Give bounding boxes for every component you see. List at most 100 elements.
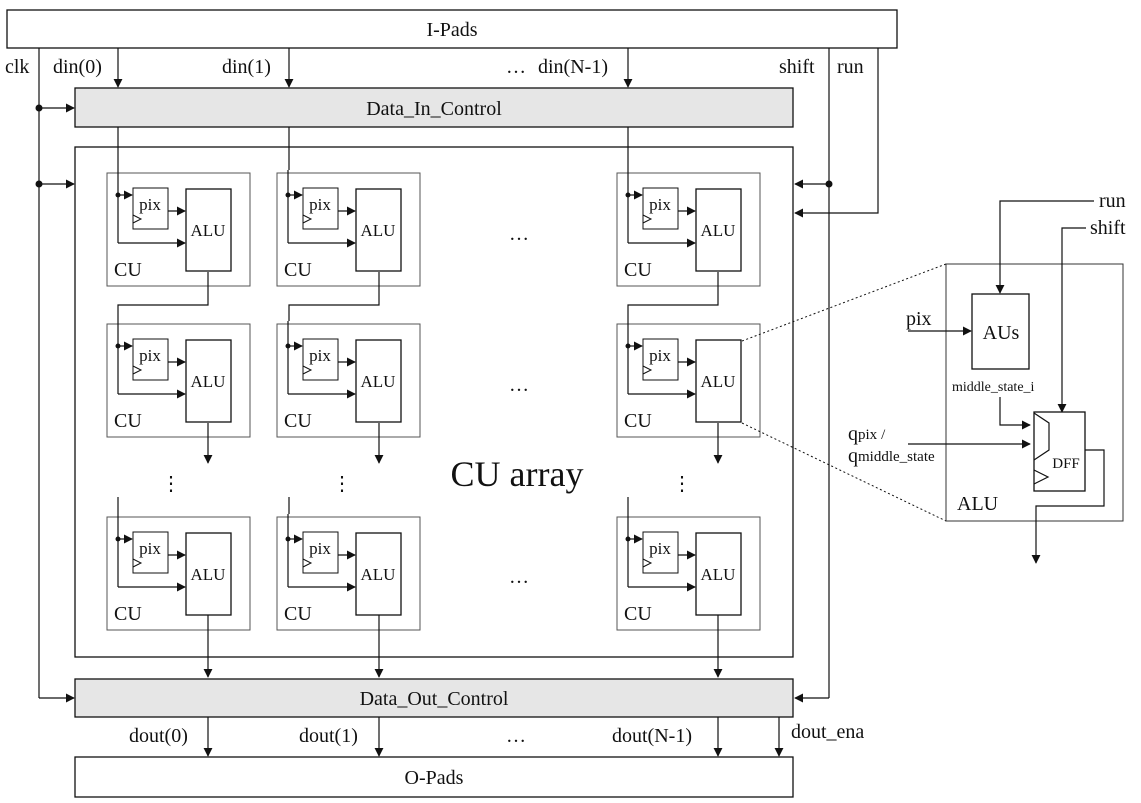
zoom-line-bottom <box>741 422 947 522</box>
middle-state-wire <box>999 397 1031 430</box>
aus-block <box>971 293 1030 370</box>
cu-label: CU <box>114 259 142 281</box>
data-out-control-box <box>74 678 794 718</box>
pix-label: pix <box>649 195 671 214</box>
alu-label: ALU <box>361 372 396 391</box>
alu-label: ALU <box>701 372 736 391</box>
i-pads-label: I-Pads <box>426 19 477 41</box>
pix-register <box>642 338 679 381</box>
cu-label: CU <box>624 410 652 432</box>
cu-label: CU <box>624 259 652 281</box>
alu-detail-shift-label: shift <box>1090 217 1126 239</box>
pix-register <box>642 531 679 574</box>
run-label: run <box>837 56 864 78</box>
alu-block <box>695 339 742 423</box>
alu-block <box>355 188 402 272</box>
run-wires <box>794 48 879 218</box>
dout-1-label: dout(1) <box>299 725 358 747</box>
row0-to-row1-wire-col-0 <box>117 272 209 321</box>
pix-clock-triangle <box>132 214 143 224</box>
q-middle-state-label: qmiddle_state <box>848 445 935 467</box>
pix-register <box>642 187 679 230</box>
cu-cells: pixALUCUpixALUCUpixALUCUpixALUCUpixALUCU… <box>106 127 761 678</box>
alu-block <box>185 339 232 423</box>
cu-array-title: CU array <box>451 454 584 494</box>
pix-clock-triangle <box>302 558 313 568</box>
o-pads-label: O-Pads <box>405 767 464 789</box>
alu-detail-run-label: run <box>1099 190 1126 212</box>
dout-ena-label: dout_ena <box>791 721 864 743</box>
alu-label: ALU <box>361 565 396 584</box>
cu-label: CU <box>114 410 142 432</box>
clk-label: clk <box>5 56 29 78</box>
pix-label: pix <box>139 195 161 214</box>
dout-n-1-label: dout(N-1) <box>612 725 692 747</box>
pix-clock-triangle <box>132 558 143 568</box>
pix-clock-triangle <box>642 214 653 224</box>
alu-detail-run-wire <box>995 200 1094 294</box>
alu-block <box>695 532 742 616</box>
dff-mux-shape <box>1033 412 1050 461</box>
din-n-1-label: din(N-1) <box>538 56 608 78</box>
pix-label: pix <box>649 346 671 365</box>
cu-label: CU <box>284 259 312 281</box>
dff-block <box>1033 411 1086 492</box>
dff-feedback-wire <box>1031 449 1105 564</box>
din-1-label: din(1) <box>222 56 271 78</box>
o-pads-box <box>74 756 794 798</box>
aus-label: AUs <box>983 322 1020 344</box>
cu-label: CU <box>114 603 142 625</box>
clk-wires <box>35 48 75 703</box>
row0-to-row1-wire-col-2 <box>627 272 719 321</box>
row0-to-row1-wire-col-1 <box>288 272 380 321</box>
pix-clock-triangle <box>642 365 653 375</box>
pix-register <box>132 338 169 381</box>
alu-block <box>355 339 402 423</box>
dff-clock-triangle <box>1033 469 1050 485</box>
alu-block <box>355 532 402 616</box>
pix-clock-triangle <box>642 558 653 568</box>
pix-clock-triangle <box>302 365 313 375</box>
pix-label: pix <box>309 195 331 214</box>
cu-label: CU <box>284 603 312 625</box>
pix-label: pix <box>309 539 331 558</box>
pix-register <box>132 531 169 574</box>
shift-label: shift <box>779 56 815 78</box>
data-out-control-label: Data_Out_Control <box>360 688 509 710</box>
pix-clock-triangle <box>302 214 313 224</box>
pix-register <box>132 187 169 230</box>
cu-label: CU <box>284 410 312 432</box>
alu-block <box>185 188 232 272</box>
horizontal-dots-row-2: … <box>509 566 529 588</box>
din-dots: … <box>506 56 526 78</box>
dff-label: DFF <box>1052 456 1080 472</box>
dout-dots: … <box>506 725 526 747</box>
alu-label: ALU <box>701 565 736 584</box>
shift-wires <box>794 48 833 703</box>
vertical-dots-col-1: ⋮ <box>332 473 352 495</box>
pix-label: pix <box>309 346 331 365</box>
vertical-dots-col-2: ⋮ <box>672 473 692 495</box>
pix-register <box>302 531 339 574</box>
cu-label: CU <box>624 603 652 625</box>
dout-0-label: dout(0) <box>129 725 188 747</box>
pix-register <box>302 338 339 381</box>
middle-state-label: middle_state_i <box>952 380 1035 395</box>
data-in-control-box <box>74 87 794 128</box>
alu-detail-pix-label: pix <box>906 308 932 330</box>
horizontal-dots-row-1: … <box>509 374 529 396</box>
pix-label: pix <box>139 539 161 558</box>
alu-detail-shift-wire <box>1057 227 1086 413</box>
din-0-label: din(0) <box>53 56 102 78</box>
alu-label: ALU <box>191 221 226 240</box>
alu-label: ALU <box>191 565 226 584</box>
